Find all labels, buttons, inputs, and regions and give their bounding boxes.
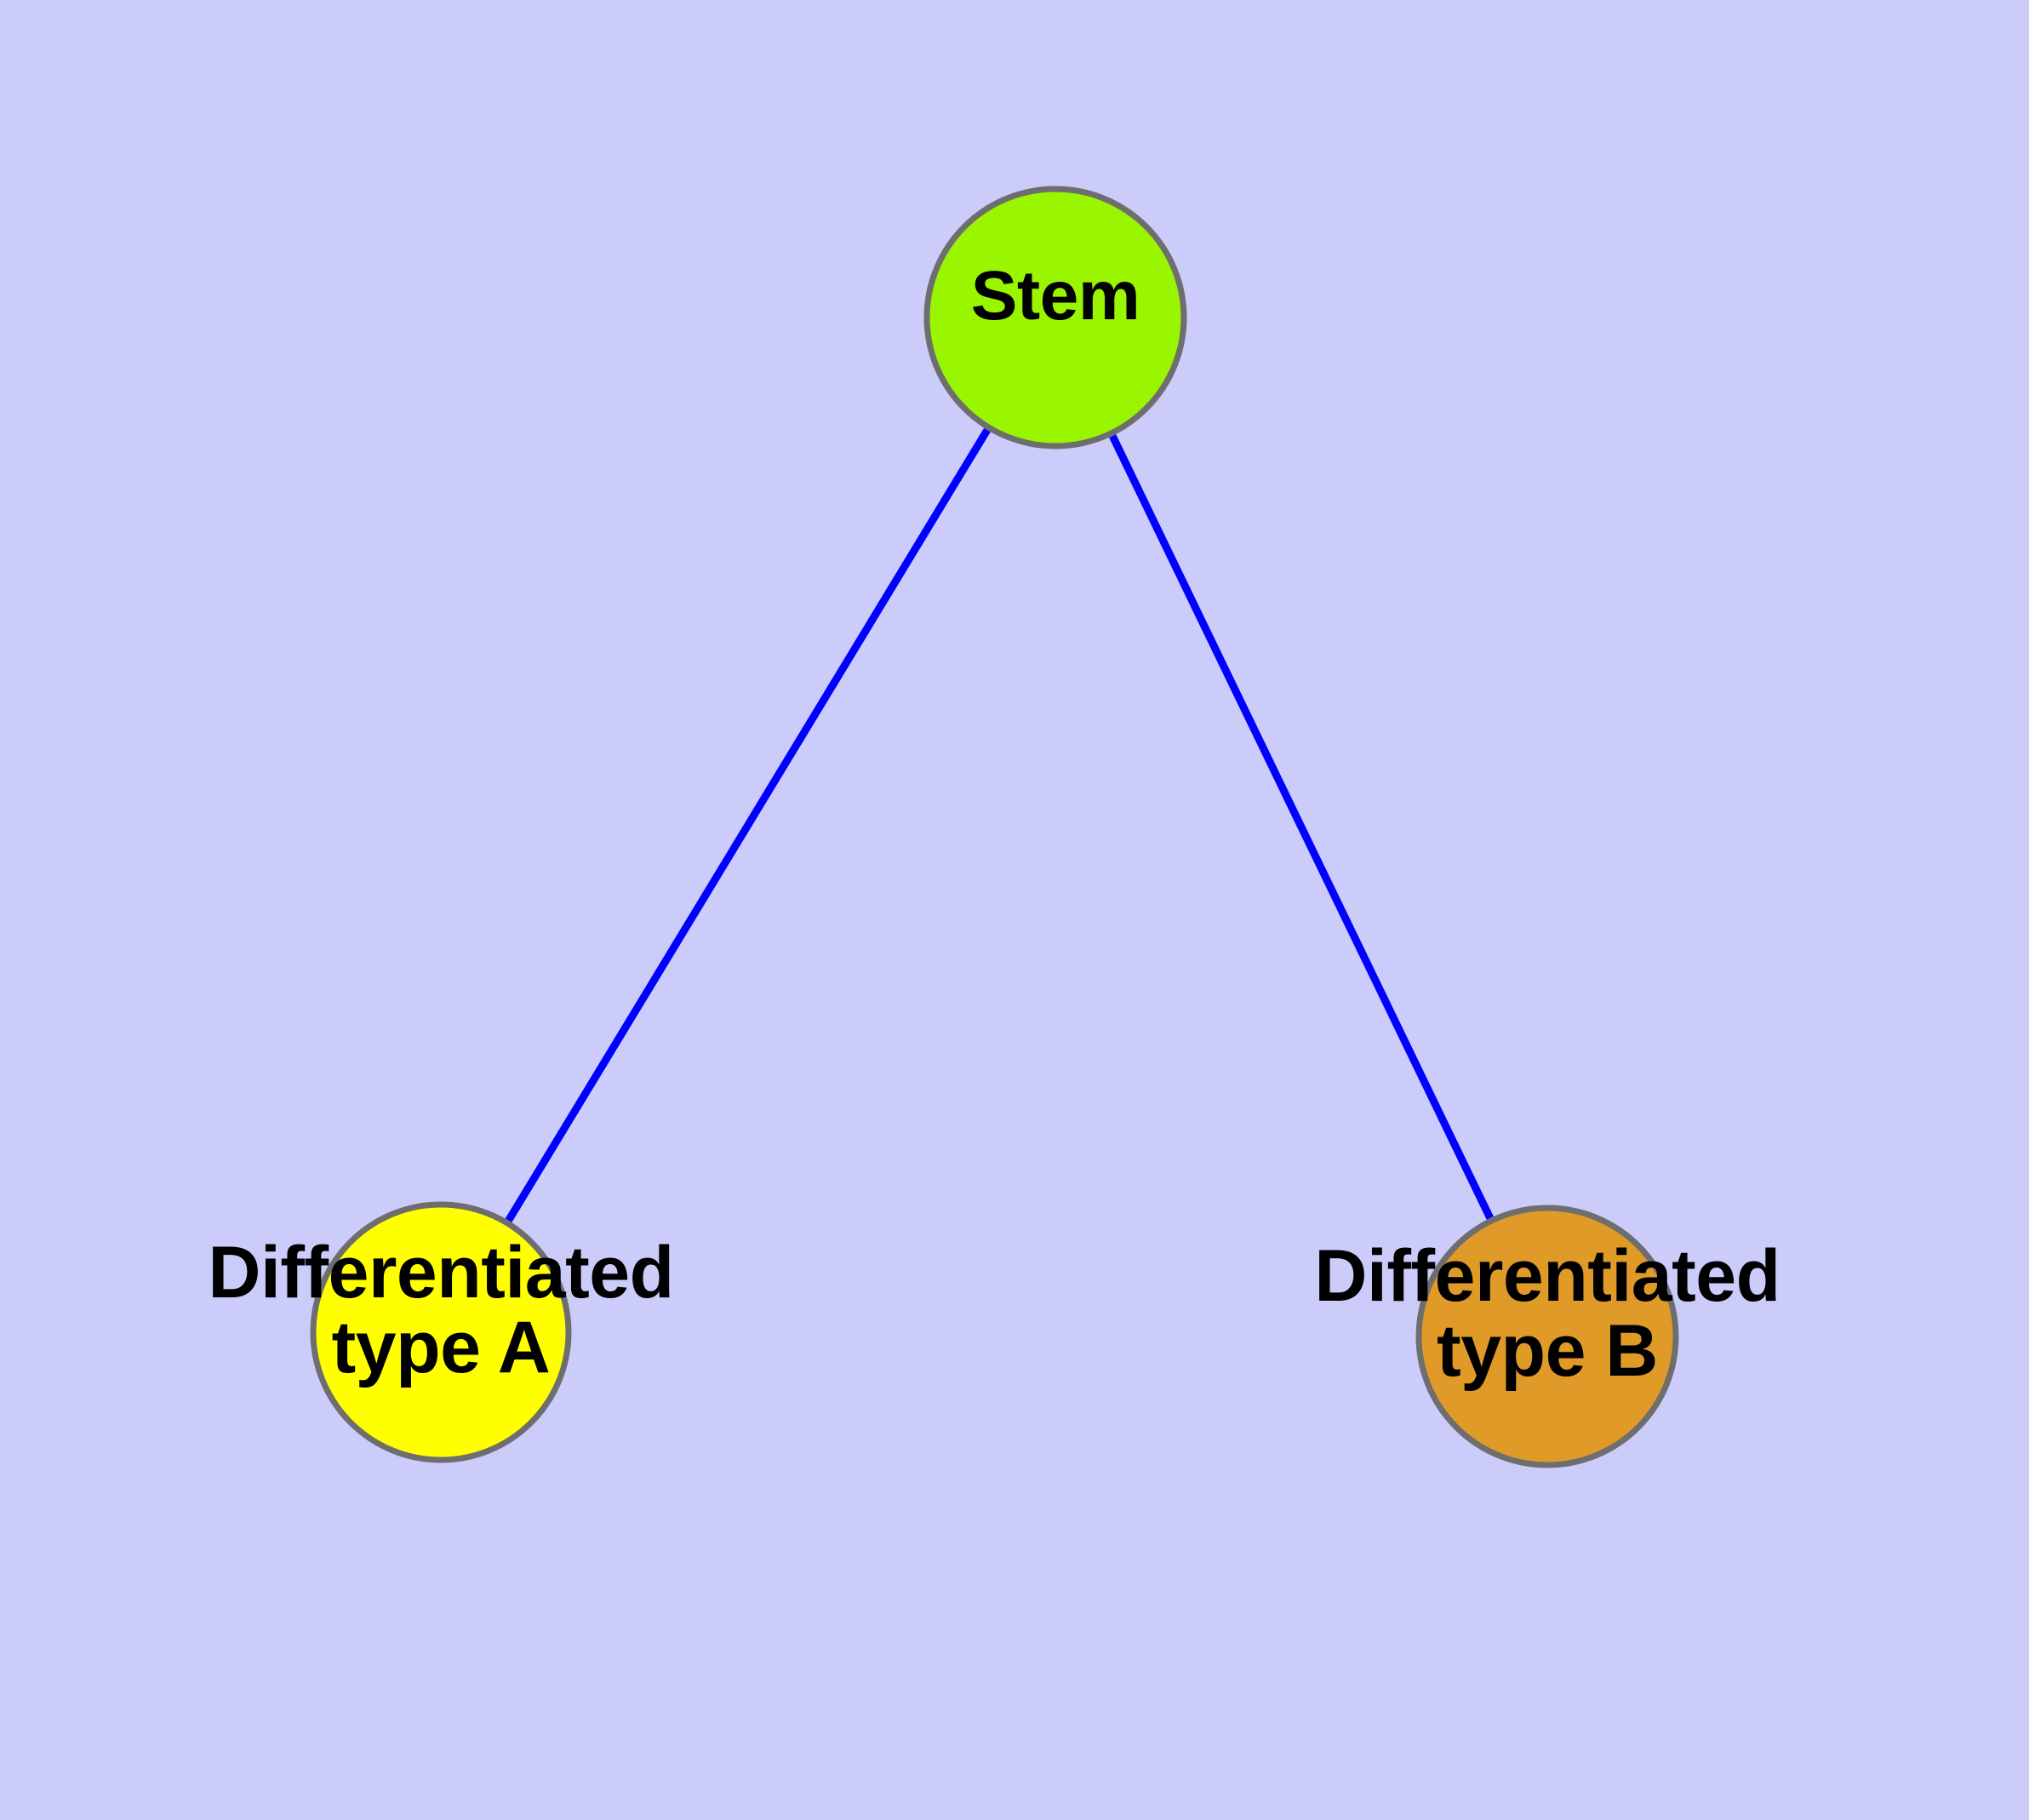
edges-group: [505, 427, 1494, 1223]
node-stem[interactable]: [923, 186, 1187, 449]
edge-stem-to-differentiated-b[interactable]: [1109, 434, 1494, 1220]
node-differentiated-type-b[interactable]: [1415, 1205, 1679, 1468]
nodes-group: [310, 186, 1679, 1468]
node-differentiated-type-a[interactable]: [310, 1201, 572, 1463]
edge-stem-to-differentiated-a[interactable]: [505, 427, 991, 1223]
